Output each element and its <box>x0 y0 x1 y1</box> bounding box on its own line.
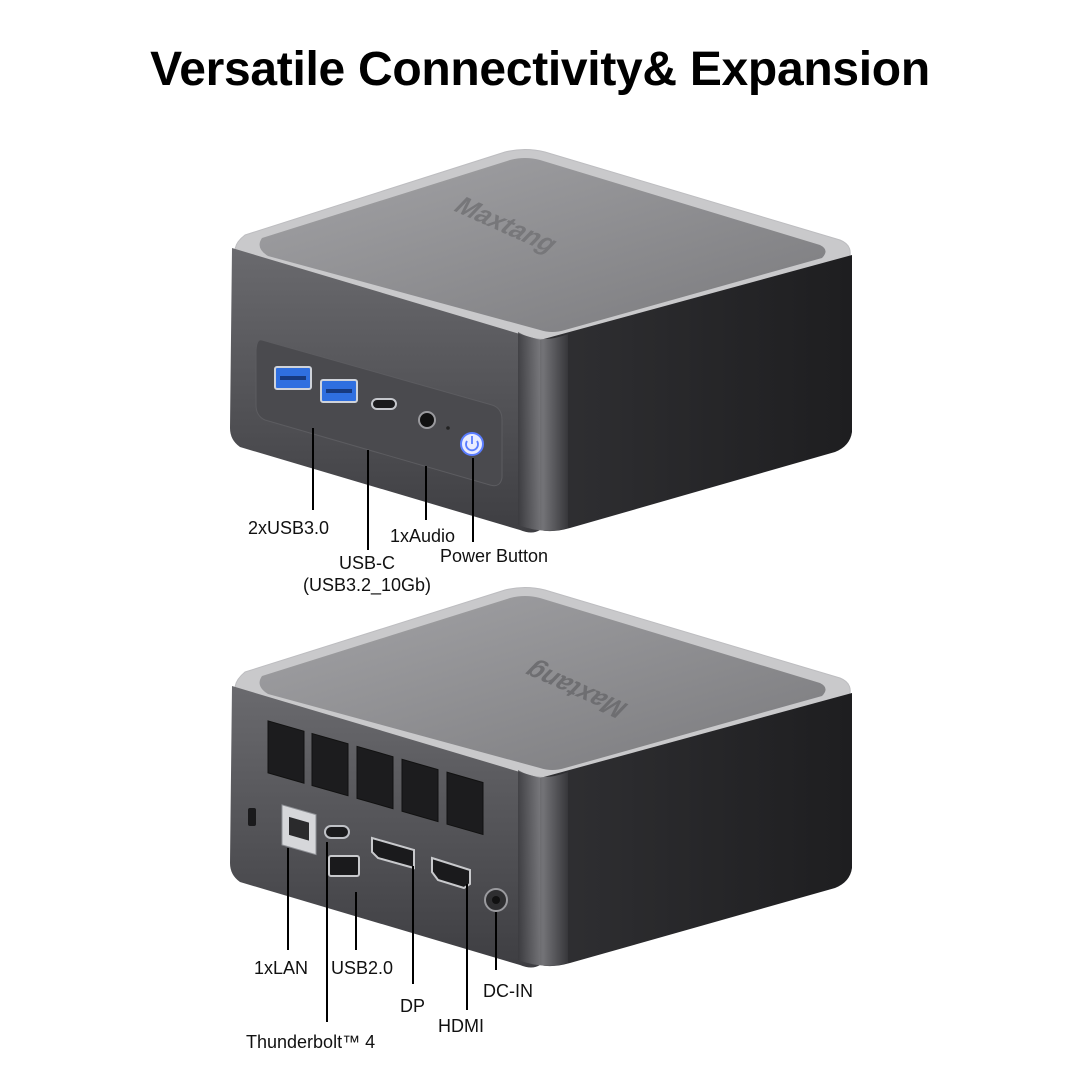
lan-port <box>281 804 317 856</box>
page-title: Versatile Connectivity& Expansion <box>150 43 930 96</box>
side-face <box>540 255 852 532</box>
top-plate-rear <box>259 596 826 770</box>
leader-power <box>472 458 474 542</box>
hdmi-port <box>431 856 471 890</box>
label-usbc-line2: (USB3.2_10Gb) <box>302 575 432 595</box>
leader-thunderbolt <box>326 842 328 1022</box>
thunderbolt-port <box>324 825 350 839</box>
label-power: Power Button <box>440 546 549 566</box>
label-usb3: 2xUSB3.0 <box>248 518 330 538</box>
label-dp: DP <box>400 996 426 1016</box>
side-face-rear <box>540 693 852 967</box>
usb2-port <box>328 855 360 877</box>
rear-face <box>230 686 540 968</box>
lock-slot <box>248 808 256 826</box>
label-audio: 1xAudio <box>390 526 456 546</box>
usbc-port <box>371 398 397 410</box>
leader-usb2 <box>355 892 357 950</box>
label-usbc: USB-C (USB3.2_10Gb) <box>292 552 442 596</box>
vent-grilles <box>267 720 484 836</box>
label-usbc-line1: USB-C <box>338 553 395 573</box>
usb3-port-2 <box>320 379 358 403</box>
dp-port <box>371 836 415 870</box>
label-hdmi: HDMI <box>438 1016 484 1036</box>
label-lan: 1xLAN <box>254 958 309 978</box>
audio-jack <box>418 411 436 429</box>
top-plate <box>259 158 826 332</box>
leader-usbc <box>367 450 369 550</box>
leader-usb3 <box>312 428 314 510</box>
front-io-panel <box>255 339 503 487</box>
usb3-port-1 <box>274 366 312 390</box>
label-thunderbolt: Thunderbolt™ 4 <box>246 1032 376 1052</box>
leader-dcin <box>495 912 497 970</box>
leader-hdmi <box>466 884 468 1010</box>
leader-audio <box>425 466 427 520</box>
leader-lan <box>287 848 289 950</box>
label-dcin: DC-IN <box>483 981 533 1001</box>
label-usb2: USB2.0 <box>331 958 394 978</box>
leader-dp <box>412 866 414 984</box>
